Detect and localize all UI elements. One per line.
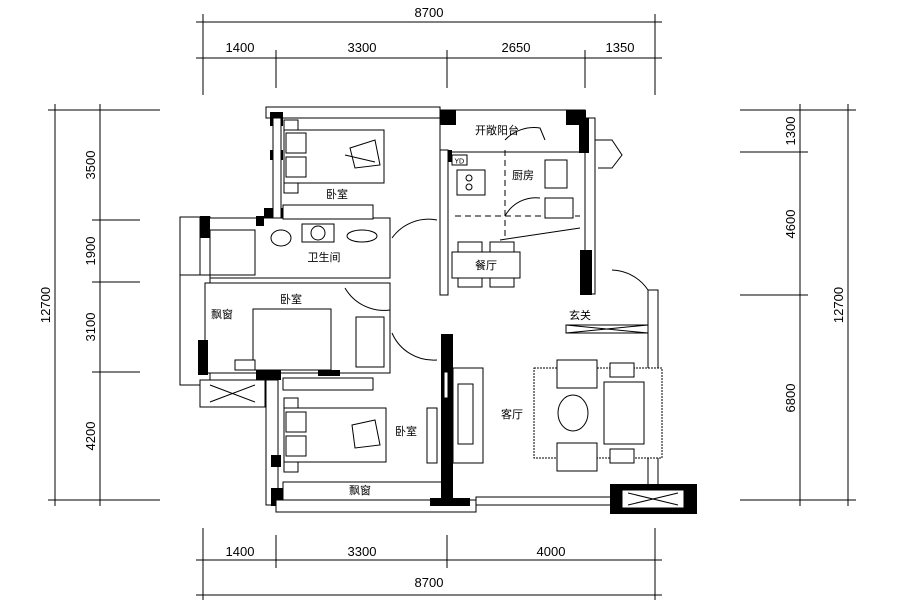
dim-left-seg: 4200: [83, 422, 98, 451]
label-bedroom-bottom: 卧室: [395, 424, 417, 438]
armchair-icon: [556, 442, 598, 472]
dim-bottom-seg: 4000: [537, 544, 566, 559]
dim-bottom-seg: 3300: [348, 544, 377, 559]
wardrobe-icon: [355, 316, 385, 368]
toilet-icon: [270, 229, 292, 247]
label-entrance: 玄关: [569, 308, 591, 322]
bottom-dimensions: 1400 3300 4000 8700: [196, 528, 662, 600]
dim-top-seg: 3300: [348, 40, 377, 55]
label-bathroom: 卫生间: [308, 250, 341, 264]
side-table-icon: [609, 448, 635, 464]
yd-label: YD: [454, 158, 465, 166]
nightstand-icon: [283, 461, 299, 473]
right-dimensions: 1300 4600 6800 12700: [740, 104, 856, 506]
label-kitchen: 厨房: [512, 169, 534, 182]
cabinet-icon: [282, 204, 374, 220]
side-table-icon: [609, 362, 635, 378]
dining-table-icon: [451, 251, 521, 279]
bed-icon: [252, 308, 332, 371]
coffee-table-icon: [557, 394, 589, 432]
dim-left-total: 12700: [38, 287, 53, 323]
sofa-icon: [603, 381, 645, 445]
label-dining: 餐厅: [475, 258, 497, 272]
label-bay-window-bottom: 飘窗: [349, 483, 371, 497]
furniture: YD: [209, 119, 663, 473]
dim-left-seg: 3100: [83, 313, 98, 342]
dim-bottom-seg: 1400: [226, 544, 255, 559]
label-bedroom-middle: 卧室: [280, 292, 302, 306]
nightstand-icon: [234, 359, 256, 371]
label-open-balcony: 开敞阳台: [475, 123, 519, 137]
dim-top-total: 8700: [415, 5, 444, 20]
sink-icon: [346, 229, 378, 243]
desk-icon: [426, 407, 438, 464]
label-bedroom-top: 卧室: [326, 187, 348, 201]
dim-left-seg: 3500: [83, 151, 98, 180]
nightstand-icon: [283, 119, 299, 131]
top-dimensions: 8700 1400 3300 2650 1350: [196, 5, 662, 95]
dim-top-seg: 2650: [502, 40, 531, 55]
dim-top-seg: 1400: [226, 40, 255, 55]
left-dimensions: 12700 3500 1900 3100 4200: [38, 104, 160, 506]
dim-right-seg: 4600: [783, 210, 798, 239]
label-living-room: 客厅: [501, 407, 523, 421]
yd-tag: [451, 154, 468, 166]
kitchen-sink-icon: [544, 159, 568, 189]
armchair-icon: [556, 359, 598, 389]
dim-top-seg: 1350: [606, 40, 635, 55]
dim-bottom-total: 8700: [415, 575, 444, 590]
label-bay-window-left: 飘窗: [211, 307, 233, 321]
dim-left-seg: 1900: [83, 237, 98, 266]
room-labels: 开敞阳台 厨房 卧室 卫生间 餐厅 卧室 飘窗 玄关 客厅 卧室 飘窗: [211, 123, 591, 497]
dim-right-total: 12700: [831, 287, 846, 323]
nightstand-icon: [283, 397, 299, 409]
dim-right-seg: 1300: [783, 117, 798, 146]
stove-icon: [456, 169, 486, 196]
dim-right-seg: 6800: [783, 384, 798, 413]
nightstand-icon: [283, 182, 299, 194]
